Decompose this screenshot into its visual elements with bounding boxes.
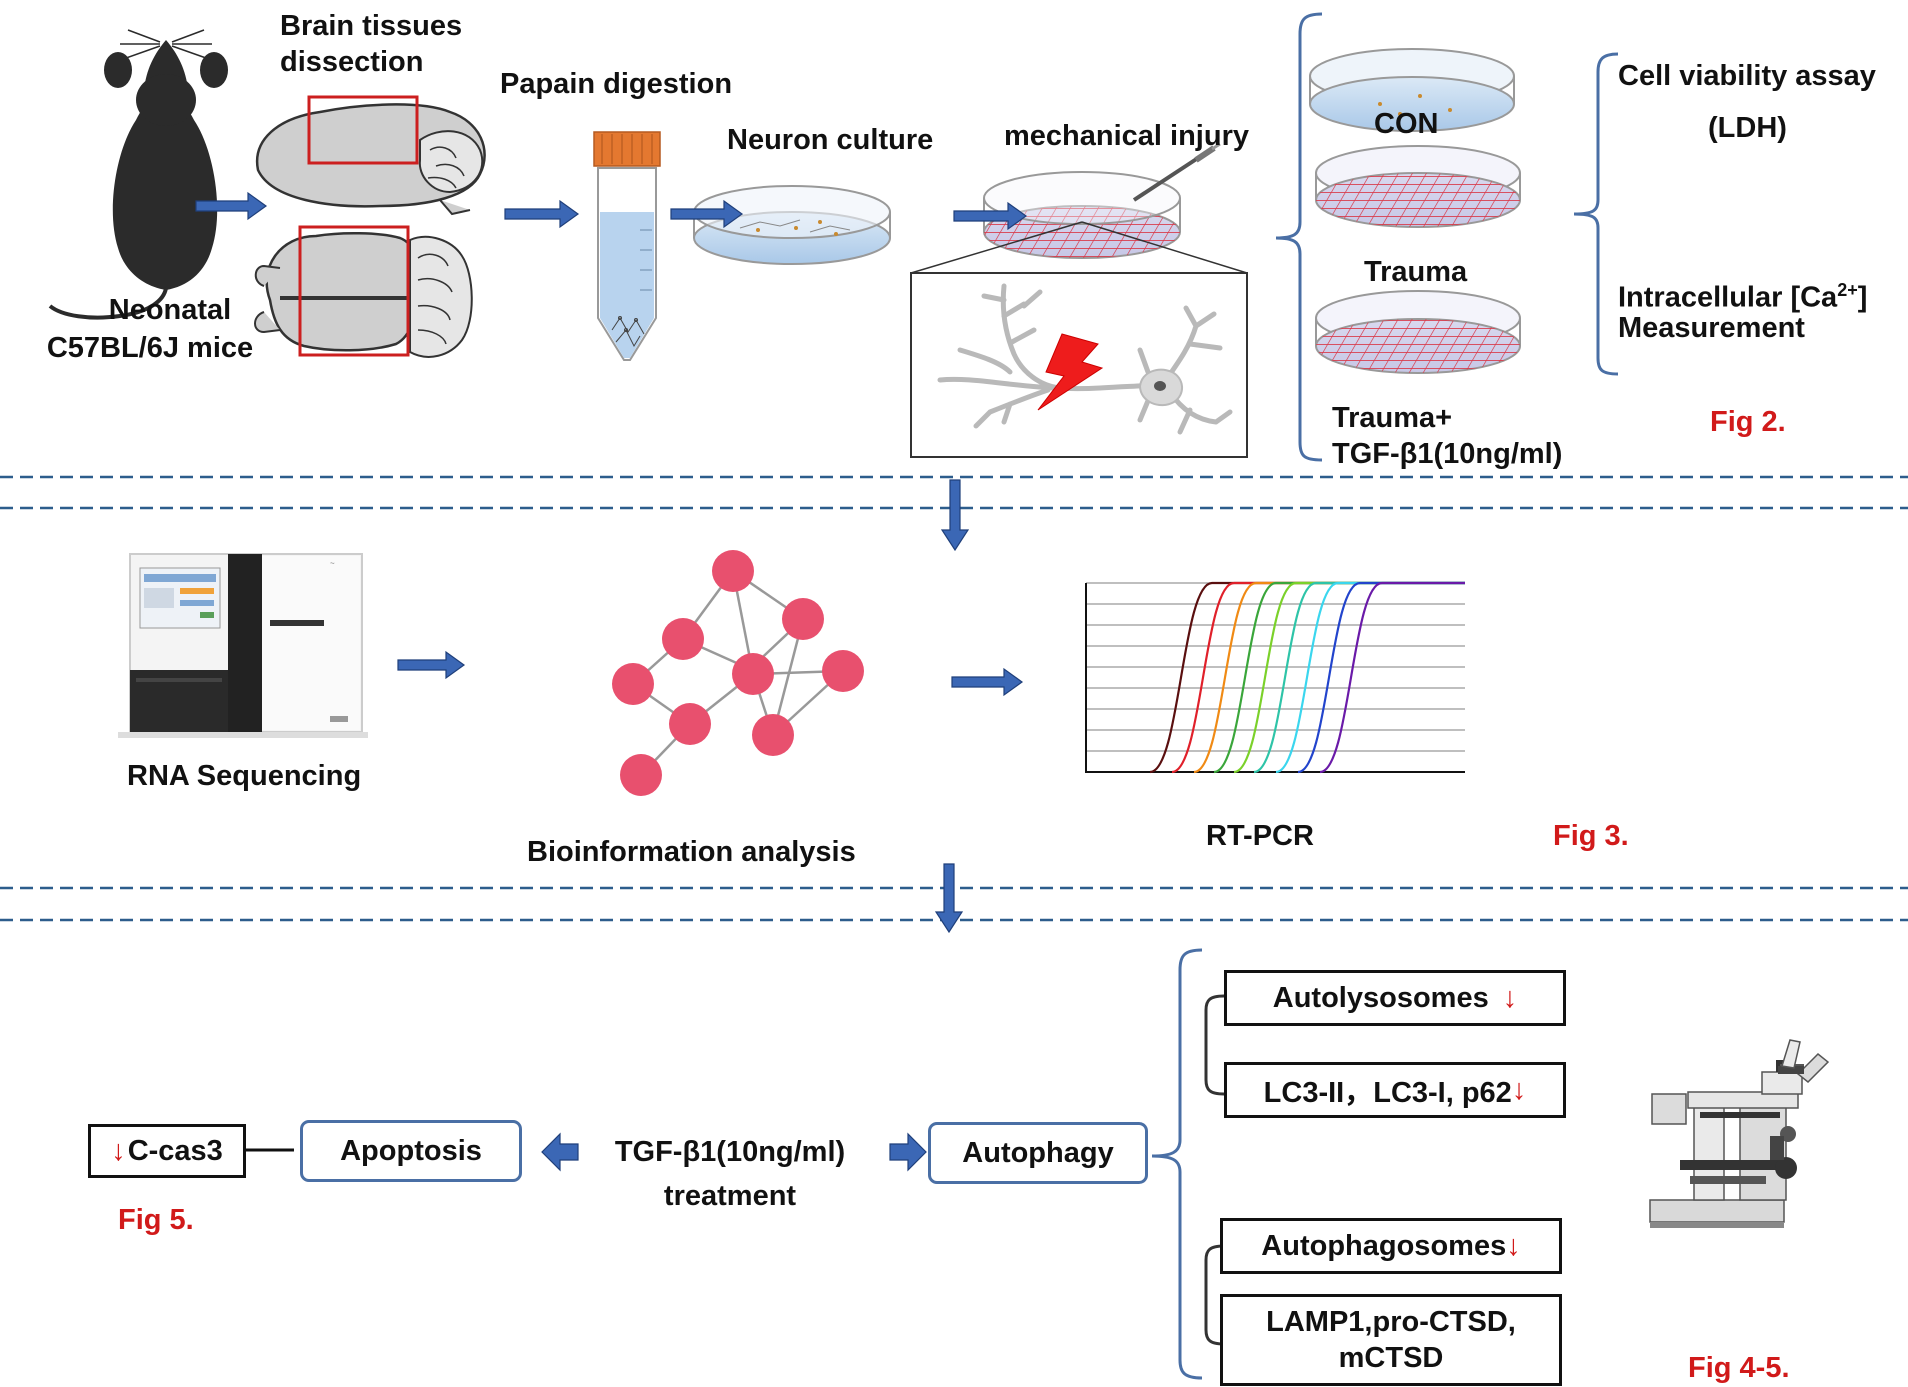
down-arrow-icon: ↓ — [1511, 1073, 1527, 1106]
neuron-culture-label: Neuron culture — [727, 124, 934, 156]
fig45-label: Fig 4-5. — [1688, 1352, 1790, 1384]
ccas3-label: C-cas3 — [127, 1134, 223, 1167]
autolysosomes-label: Autolysosomes — [1272, 981, 1489, 1014]
brain-dissection-label-1: Brain tissues — [280, 10, 463, 42]
fig5-label: Fig 5. — [118, 1204, 194, 1236]
calcium-superscript: 2+ — [1837, 280, 1858, 300]
bioinfo-label: Bioinformation analysis — [527, 836, 856, 868]
brain-top-icon — [254, 225, 473, 358]
lamp-label-2: mCTSD — [1338, 1342, 1444, 1374]
bracket-conditions — [1275, 12, 1323, 462]
mouse-icon — [48, 29, 228, 320]
lamp-label-1: LAMP1,pro-CTSD, — [1266, 1306, 1516, 1338]
dish-trauma — [1315, 145, 1521, 228]
tgf-treatment-label-1: TGF-β1(10ng/ml) — [614, 1136, 846, 1168]
lc3-label: LC3-II，LC3-I, p62 — [1263, 1077, 1512, 1109]
fig2-label: Fig 2. — [1710, 406, 1786, 438]
brain-dissection-label-2: dissection — [280, 46, 424, 78]
mouse-label-2: C57BL/6J mice — [46, 332, 254, 364]
calcium-prefix: Intracellular [Ca — [1618, 281, 1838, 314]
network-icon — [612, 550, 864, 796]
lightning-icon — [1037, 333, 1104, 411]
bracket-top-pair — [1204, 994, 1225, 1096]
rtpcr-label: RT-PCR — [1206, 820, 1314, 852]
bracket-autophagy — [1151, 948, 1203, 1380]
lamp-box: LAMP1,pro-CTSD, mCTSD — [1220, 1294, 1562, 1386]
calcium-label-1: Intracellular [Ca2+] — [1618, 272, 1867, 316]
dish-trauma-tgf — [1315, 290, 1521, 374]
sequencer-icon: ~ — [118, 553, 368, 738]
ccas3-box: ↓C-cas3 — [88, 1124, 246, 1178]
dish-con — [1309, 48, 1515, 132]
pcr-curve-icon — [1085, 581, 1465, 774]
bracket-assays — [1573, 52, 1619, 376]
cell-viability-label-1: Cell viability assay — [1618, 60, 1876, 92]
neuron-body — [1138, 368, 1183, 407]
fig3-label: Fig 3. — [1553, 820, 1629, 852]
autolysosomes-box: Autolysosomes ↓ — [1224, 970, 1566, 1026]
injury-dish-icon — [983, 142, 1221, 259]
brain-icon — [255, 95, 486, 216]
trauma-tgf-label-1: Trauma+ — [1332, 402, 1453, 434]
down-arrow-icon: ↓ — [1502, 981, 1518, 1014]
lc3-box: LC3-II，LC3-I, p62↓ — [1224, 1062, 1566, 1118]
section-divider-2 — [0, 886, 1908, 922]
cell-viability-label-2: (LDH) — [1708, 112, 1787, 144]
trauma-label: Trauma — [1364, 256, 1468, 288]
rna-seq-label: RNA Sequencing — [127, 760, 362, 792]
down-arrow-icon: ↓ — [111, 1134, 126, 1167]
tgf-treatment-label-2: treatment — [663, 1180, 797, 1212]
bracket-bottom-pair — [1204, 1244, 1225, 1346]
trauma-tgf-label-2: TGF-β1(10ng/ml) — [1332, 438, 1563, 470]
mouse-label-1: Neonatal — [108, 294, 232, 326]
microscope-icon — [1649, 1039, 1830, 1228]
flow-arrows — [195, 191, 1028, 1172]
autophagy-box: Autophagy — [928, 1122, 1148, 1184]
calcium-suffix: ] — [1857, 281, 1868, 314]
svg-text:~: ~ — [330, 559, 335, 568]
autophagosomes-label: Autophagosomes — [1261, 1229, 1507, 1262]
test-tube-icon — [593, 131, 661, 361]
mechanical-injury-label: mechanical injury — [1004, 120, 1249, 152]
autophagosomes-box: Autophagosomes↓ — [1220, 1218, 1562, 1274]
con-label: CON — [1374, 108, 1439, 140]
section-divider-1 — [0, 475, 1908, 510]
papain-label: Papain digestion — [500, 68, 733, 100]
calcium-label-2: Measurement — [1618, 312, 1805, 344]
down-arrow-icon: ↓ — [1506, 1229, 1521, 1262]
petri-dish-icon — [693, 185, 891, 265]
apoptosis-box: Apoptosis — [300, 1120, 522, 1182]
